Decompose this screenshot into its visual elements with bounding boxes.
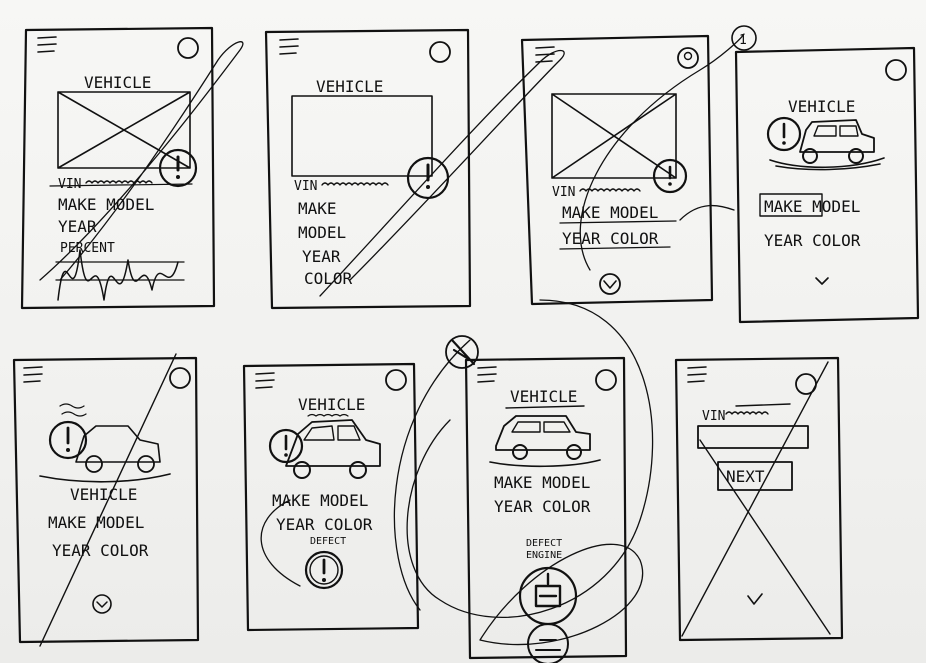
image-placeholder (58, 92, 190, 168)
frame-5-title: VEHICLE (70, 485, 137, 504)
hamburger-menu-icon (38, 37, 56, 52)
frame-2-title: VEHICLE (316, 77, 383, 96)
frame-2-line-3: YEAR (302, 247, 341, 266)
alert-icon (768, 118, 800, 150)
defect-label: DEFECT (526, 538, 562, 549)
profile-icon (178, 38, 198, 58)
vin-label: VIN (294, 179, 317, 194)
chart-scribble (56, 250, 184, 300)
chevron-down-icon (748, 594, 762, 604)
frame-5-line-2: YEAR COLOR (52, 541, 149, 560)
alert-icon (654, 160, 686, 192)
frame-7-title: VEHICLE (510, 387, 577, 406)
chevron-down-icon (93, 595, 111, 613)
frame-6: VEHICLE MAKE MODEL YEAR COLOR DEFECT (244, 364, 418, 630)
next-button[interactable]: NEXT (718, 462, 792, 490)
frame-4-title: VEHICLE (788, 97, 855, 116)
chevron-down-icon (816, 278, 828, 284)
frame-2-line-4: COLOR (304, 269, 353, 288)
hamburger-menu-icon (478, 367, 496, 382)
defect-engine-label: ENGINE (526, 550, 562, 561)
frame-2: VEHICLE VIN MAKE MODEL YEAR COLOR (266, 30, 564, 308)
hamburger-menu-icon (280, 39, 298, 54)
alert-icon (306, 552, 342, 588)
corner-number-badge: 1 (732, 26, 756, 50)
car-illustration (490, 416, 600, 466)
car-illustration (286, 420, 380, 478)
profile-icon (430, 42, 450, 62)
profile-icon (386, 370, 406, 390)
frame-6-line-1: MAKE MODEL (272, 491, 368, 510)
frame-3-line-1: MAKE MODEL (562, 203, 658, 222)
profile-icon (170, 368, 190, 388)
frame-2-line-1: MAKE (298, 199, 337, 218)
frame-4: VEHICLE MAKE MODEL YEAR COLOR (736, 48, 918, 322)
frame-2-line-2: MODEL (298, 223, 346, 242)
frame-4-line-2: YEAR COLOR (764, 231, 861, 250)
frame-7: VEHICLE MAKE MODEL YEAR COLOR DEFECT ENG… (394, 300, 652, 663)
vin-label: VIN (702, 409, 725, 424)
vin-label: VIN (58, 177, 81, 192)
vin-label: VIN (552, 185, 575, 200)
profile-icon (678, 48, 698, 68)
frame-1: VEHICLE VIN MAKE MODEL YEAR PERCENT (22, 28, 243, 308)
frame-6-title: VEHICLE (298, 395, 365, 414)
profile-icon (886, 60, 906, 80)
next-button-label: NEXT (726, 467, 765, 486)
defect-label: DEFECT (310, 536, 346, 547)
hamburger-menu-icon (24, 367, 42, 382)
hamburger-menu-icon (256, 373, 274, 388)
frame-1-line-2: YEAR (58, 217, 97, 236)
alert-icon (446, 336, 478, 368)
alert-icon (270, 430, 302, 462)
frame-7-line-1: MAKE MODEL (494, 473, 590, 492)
chevron-down-icon (600, 274, 620, 294)
frame-1-title: VEHICLE (84, 73, 151, 92)
alert-icon (50, 422, 86, 458)
frame-4-line-1: MAKE MODEL (764, 197, 860, 216)
frame-8: VIN NEXT (676, 358, 842, 640)
car-illustration (770, 120, 884, 170)
frame-5-line-1: MAKE MODEL (48, 513, 144, 532)
image-placeholder (292, 96, 432, 176)
frame-1-line-1: MAKE MODEL (58, 195, 154, 214)
frame-5: VEHICLE MAKE MODEL YEAR COLOR (14, 354, 198, 646)
hamburger-menu-icon (688, 367, 706, 382)
frame-3: VIN MAKE MODEL YEAR COLOR 1 (522, 26, 756, 304)
frame-6-line-2: YEAR COLOR (276, 515, 373, 534)
profile-icon (596, 370, 616, 390)
frame-7-line-2: YEAR COLOR (494, 497, 591, 516)
frame-3-line-2: YEAR COLOR (562, 229, 659, 248)
hamburger-menu-icon (536, 47, 554, 62)
svg-text:1: 1 (739, 33, 747, 48)
car-illustration (40, 426, 170, 482)
